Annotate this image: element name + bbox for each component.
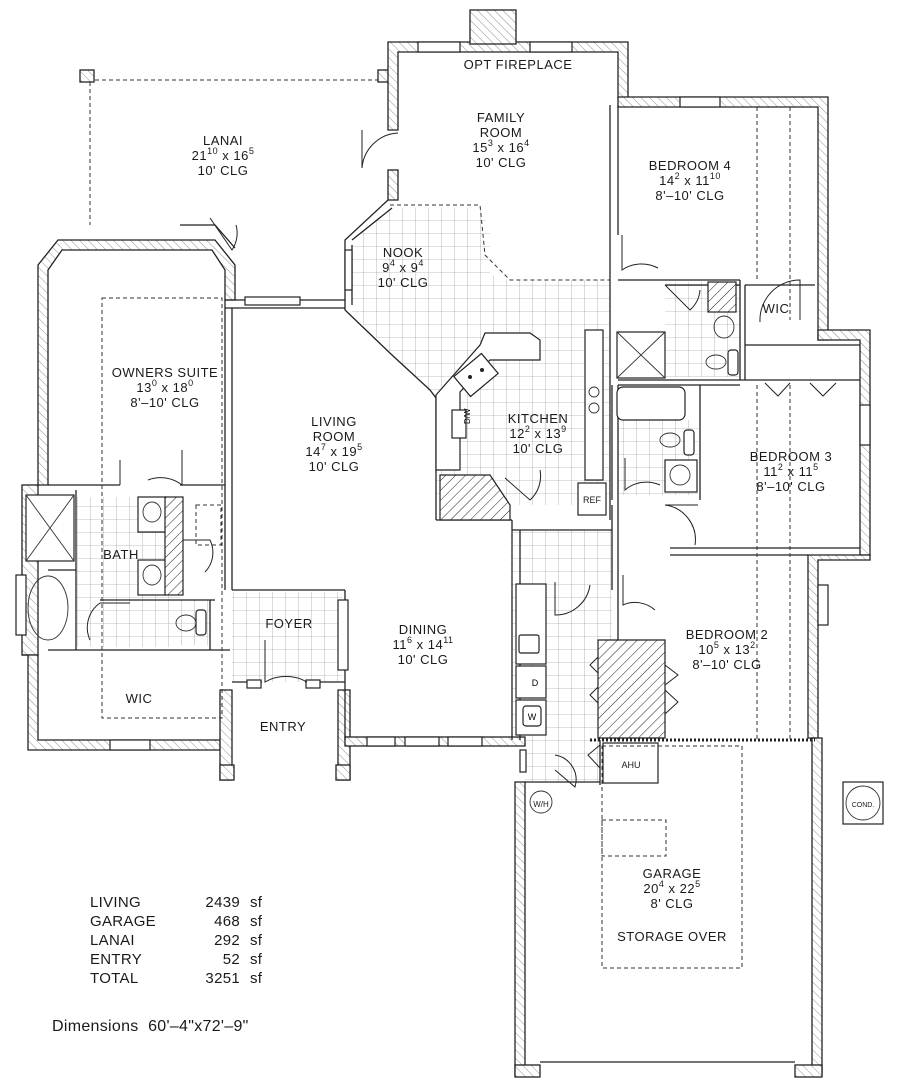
room-ceiling: 10' CLG bbox=[377, 275, 429, 290]
room-lanai: LANAI 2110 x 165 10' CLG bbox=[192, 133, 255, 178]
room-size: 116 x 1411 bbox=[392, 635, 454, 653]
overall-dimensions: Dimensions 60'–4"x72'–9" bbox=[52, 1018, 249, 1036]
storage-note: STORAGE OVER bbox=[617, 929, 727, 944]
room-size: 204 x 225 bbox=[643, 879, 701, 897]
room-name: BEDROOM 2 bbox=[685, 627, 769, 642]
room-nook: NOOK 94 x 94 10' CLG bbox=[378, 245, 429, 290]
room-name-2: ROOM bbox=[312, 429, 356, 444]
water-heater-label: W/H bbox=[533, 800, 549, 809]
refrigerator-label: REF bbox=[583, 495, 601, 505]
room-bedroom-4: BEDROOM 4 142 x 1110 8'–10' CLG bbox=[649, 158, 732, 203]
room-size: 130 x 180 bbox=[136, 378, 194, 396]
room-ceiling: 8'–10' CLG bbox=[130, 395, 200, 410]
dimensions-label: Dimensions bbox=[52, 1018, 139, 1035]
room-ceiling: 10' CLG bbox=[397, 652, 449, 667]
room-size: 122 x 139 bbox=[509, 424, 567, 442]
room-name: KITCHEN bbox=[507, 411, 569, 426]
room-name: DINING bbox=[398, 622, 448, 637]
bath-fixtures bbox=[25, 281, 739, 641]
room-name: LIVING bbox=[311, 414, 357, 429]
room-name: OWNERS SUITE bbox=[111, 365, 219, 380]
room-size: 153 x 164 bbox=[472, 138, 530, 156]
opt-fireplace-label: OPT FIREPLACE bbox=[463, 57, 573, 72]
room-kitchen: KITCHEN 122 x 139 10' CLG bbox=[508, 411, 569, 456]
room-foyer: FOYER bbox=[265, 616, 313, 631]
room-ceiling: 8'–10' CLG bbox=[692, 657, 762, 672]
room-ceiling: 8'–10' CLG bbox=[655, 188, 725, 203]
room-name: NOOK bbox=[382, 245, 424, 260]
room-living: LIVING ROOM 147 x 195 10' CLG bbox=[305, 414, 362, 474]
room-name: BEDROOM 3 bbox=[749, 449, 833, 464]
room-name: GARAGE bbox=[642, 866, 702, 881]
room-bedroom-3: BEDROOM 3 112 x 115 8'–10' CLG bbox=[750, 449, 833, 494]
condenser-label: COND. bbox=[851, 802, 875, 809]
room-name: BEDROOM 4 bbox=[648, 158, 732, 173]
room-size: 147 x 195 bbox=[305, 442, 363, 460]
garage-fixtures bbox=[529, 781, 884, 825]
room-size: 112 x 115 bbox=[763, 462, 819, 480]
laundry-fixtures: D W bbox=[515, 583, 666, 739]
room-size: 142 x 1110 bbox=[659, 171, 721, 189]
room-name: LANAI bbox=[202, 133, 244, 148]
room-wic-bedroom-4: WIC bbox=[762, 301, 790, 316]
room-wic-owner: WIC bbox=[125, 691, 153, 706]
doors bbox=[86, 130, 837, 788]
room-ceiling: 10' CLG bbox=[197, 163, 249, 178]
room-family: FAMILY ROOM 153 x 164 10' CLG bbox=[472, 110, 529, 170]
room-ceiling: 10' CLG bbox=[512, 441, 564, 456]
dimensions-value: 60'–4"x72'–9" bbox=[148, 1018, 249, 1035]
ahu-label: AHU bbox=[621, 760, 641, 770]
dishwasher-label: D/W bbox=[463, 408, 472, 424]
room-ceiling: 10' CLG bbox=[308, 459, 360, 474]
ceiling-lines bbox=[101, 107, 791, 969]
windows bbox=[15, 41, 871, 773]
room-ceiling: 8' CLG bbox=[650, 896, 694, 911]
room-ceiling: 10' CLG bbox=[475, 155, 527, 170]
room-name: FAMILY bbox=[476, 110, 526, 125]
dryer-label: D bbox=[532, 678, 539, 688]
room-owners-suite: OWNERS SUITE 130 x 180 8'–10' CLG bbox=[112, 365, 218, 410]
room-dining: DINING 116 x 1411 10' CLG bbox=[392, 622, 453, 667]
kitchen-cabinets: D/W bbox=[435, 329, 607, 521]
room-bath: BATH bbox=[103, 547, 139, 562]
room-garage: GARAGE 204 x 225 8' CLG STORAGE OVER bbox=[617, 866, 727, 944]
room-bedroom-2: BEDROOM 2 105 x 132 8'–10' CLG bbox=[686, 627, 769, 672]
room-size: 105 x 132 bbox=[698, 640, 756, 658]
room-entry: ENTRY bbox=[259, 719, 307, 734]
room-name-2: ROOM bbox=[479, 125, 523, 140]
room-size: 94 x 94 bbox=[382, 258, 424, 276]
room-ceiling: 8'–10' CLG bbox=[756, 479, 826, 494]
washer-label: W bbox=[528, 712, 537, 722]
room-size: 2110 x 165 bbox=[191, 146, 255, 164]
